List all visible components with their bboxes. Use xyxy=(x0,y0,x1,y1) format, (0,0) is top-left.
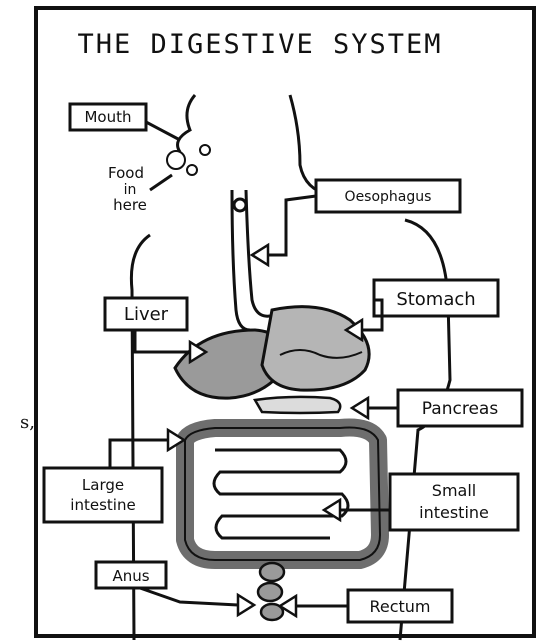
stomach-label: Stomach xyxy=(396,289,475,310)
diagram-title: THE DIGESTIVE SYSTEM xyxy=(77,29,442,60)
rectum-organ xyxy=(258,563,284,620)
large-intestine-label-line1: Large xyxy=(82,476,124,494)
small-intestine-label-line2: intestine xyxy=(419,503,489,522)
liver-label: Liver xyxy=(124,304,169,325)
food-label-line1: Food xyxy=(108,164,144,182)
food-label-line3: here xyxy=(113,196,147,214)
oesophagus-label: Oesophagus xyxy=(345,189,432,205)
pancreas-label: Pancreas xyxy=(422,399,499,419)
anus-label: Anus xyxy=(112,567,149,585)
small-intestine-label-line1: Small xyxy=(432,481,476,500)
pancreas-organ xyxy=(255,397,340,413)
rectum-label: Rectum xyxy=(369,597,430,616)
large-intestine-label-line2: intestine xyxy=(70,496,135,514)
mouth-label: Mouth xyxy=(84,108,131,126)
